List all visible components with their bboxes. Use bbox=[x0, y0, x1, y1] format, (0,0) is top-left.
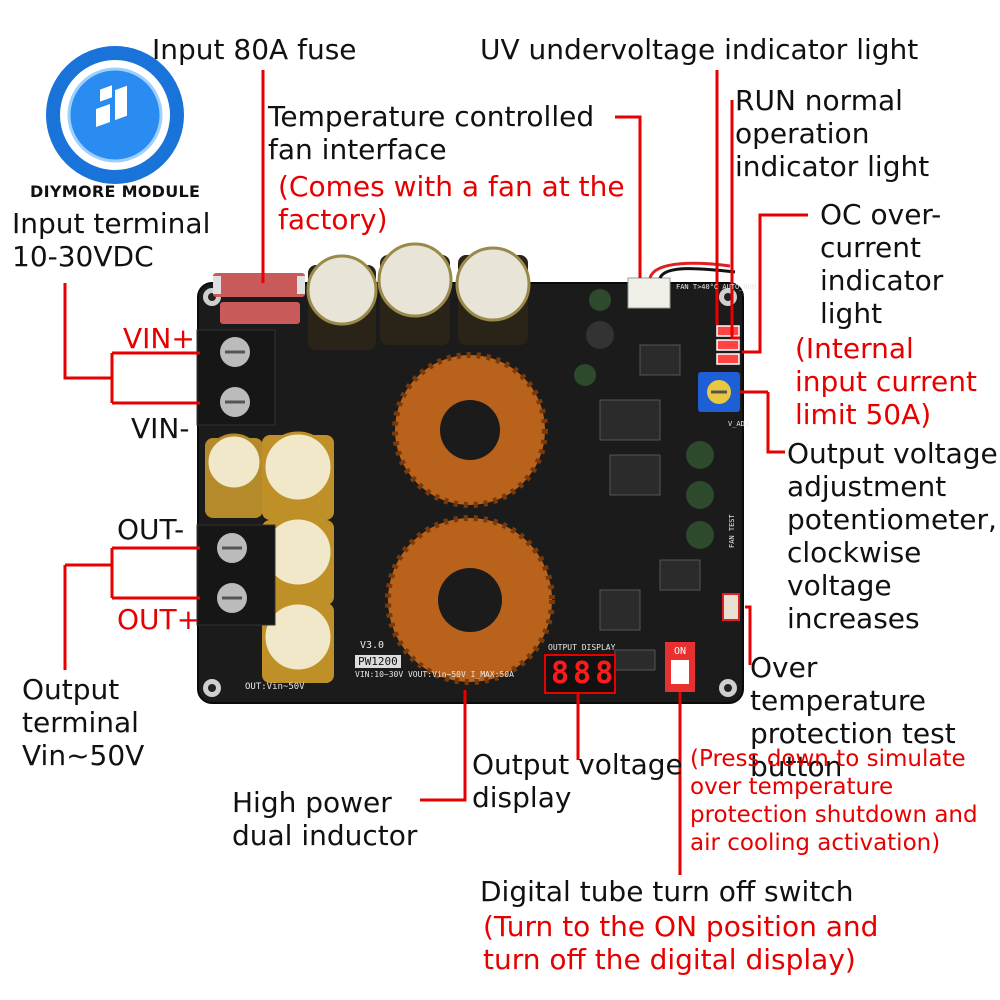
brand-name: DIYMORE MODULE bbox=[30, 182, 201, 201]
potentiometer bbox=[698, 372, 740, 412]
label-out-plus: OUT+ bbox=[117, 603, 201, 636]
pcb-vadj-silk: V_ADJ bbox=[728, 420, 750, 428]
output-capacitors bbox=[205, 431, 714, 683]
fuse bbox=[213, 273, 305, 324]
label-vin-minus: VIN- bbox=[131, 412, 190, 445]
label-fuse: Input 80A fuse bbox=[152, 33, 357, 66]
fan-test-button bbox=[722, 593, 740, 621]
pcb-output-display-silk: OUTPUT DISPLAY bbox=[548, 643, 616, 652]
label-oc-note: (Internal input current limit 50A) bbox=[795, 332, 977, 431]
label-fan-interface: Temperature controlled fan interface bbox=[268, 100, 595, 166]
label-display-switch: Digital tube turn off switch bbox=[480, 875, 854, 908]
label-output-terminal: Output terminal Vin~50V bbox=[22, 673, 145, 772]
label-output-display: Output voltage display bbox=[472, 748, 683, 814]
fan-connector bbox=[627, 261, 736, 309]
label-over-temp: Over temperature protection test button bbox=[750, 651, 956, 783]
pcb-specs: VIN:10~30V VOUT:Vin~50V I_MAX:50A bbox=[355, 670, 514, 679]
display-switch bbox=[665, 642, 695, 692]
input-terminal-block bbox=[196, 329, 276, 426]
pcb-version: V3.0 bbox=[360, 640, 385, 651]
input-capacitors bbox=[306, 242, 614, 386]
label-inductor: High power dual inductor bbox=[232, 786, 418, 852]
display-reading: 888 bbox=[551, 656, 618, 691]
logo-icon bbox=[46, 46, 184, 184]
label-input-terminal: Input terminal 10-30VDC bbox=[12, 207, 211, 273]
label-potentiometer: Output voltage adjustment potentiometer,… bbox=[787, 437, 998, 635]
label-oc-indicator: OC over- current indicator light bbox=[820, 198, 944, 330]
output-voltage-display bbox=[544, 654, 616, 694]
pcb-model: PW1200 bbox=[355, 655, 401, 668]
pcb-out-marking: OUT:Vin~50V bbox=[245, 682, 305, 692]
indicator-leds bbox=[716, 325, 740, 365]
leader-lines bbox=[63, 70, 808, 875]
pcb-switch-silk: ON bbox=[674, 646, 687, 657]
label-fan-note: (Comes with a fan at the factory) bbox=[278, 170, 625, 236]
label-over-temp-note: (Press down to simulate over temperature… bbox=[690, 746, 978, 856]
label-uv-indicator: UV undervoltage indicator light bbox=[480, 33, 919, 66]
label-out-minus: OUT- bbox=[117, 513, 185, 546]
pcb-fan-test-silk: FAN TEST bbox=[728, 514, 736, 548]
label-vin-plus: VIN+ bbox=[123, 322, 195, 355]
label-display-switch-note: (Turn to the ON position and turn off th… bbox=[483, 910, 879, 976]
label-run-indicator: RUN normal operation indicator light bbox=[735, 84, 930, 183]
pcb-fan-silk: FAN T>40°C AUTO_RUN bbox=[676, 283, 757, 291]
dual-inductor bbox=[385, 352, 555, 685]
output-terminal-block bbox=[196, 524, 276, 626]
